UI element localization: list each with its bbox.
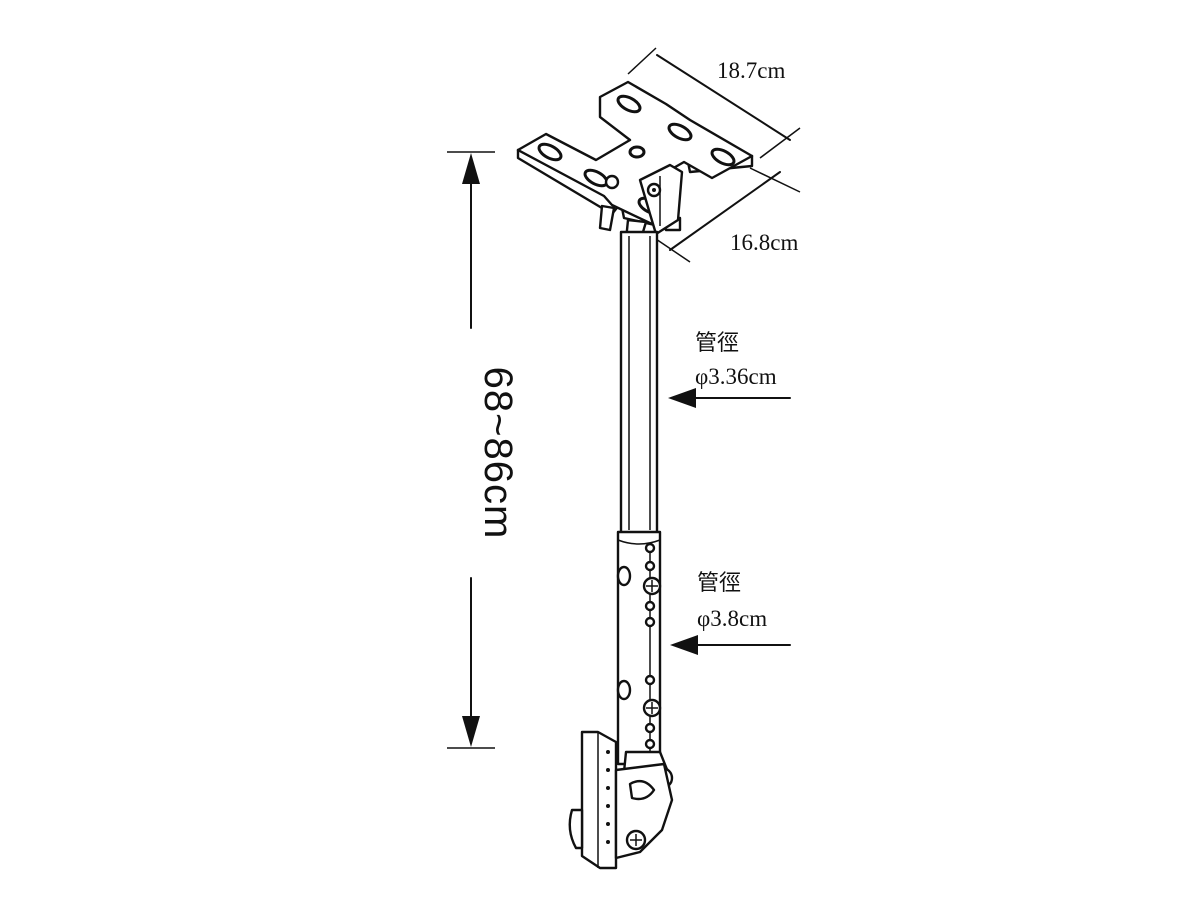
width-extension-left	[627, 47, 657, 75]
depth-dim-line	[669, 171, 781, 251]
height-arrow-down	[462, 716, 480, 747]
lower-tube	[616, 530, 662, 766]
lower-tube-arrowhead	[670, 635, 698, 655]
height-label: 68~86cm	[476, 367, 520, 540]
height-dimension: 68~86cm	[447, 151, 520, 749]
bracket-swivel	[638, 163, 684, 236]
bracket-width-dimension: 18.7cm	[627, 47, 801, 159]
height-arrow-up	[462, 153, 480, 184]
upper-tube-callout: 管徑 φ3.36cm	[668, 331, 791, 408]
bracket-depth-label: 16.8cm	[730, 230, 798, 255]
width-dim-line	[656, 54, 791, 141]
lower-tube-callout: 管徑 φ3.8cm	[670, 571, 791, 655]
depth-extension-top	[749, 167, 801, 193]
upper-tube	[619, 230, 659, 536]
upper-tube-arrowhead	[668, 388, 696, 408]
bracket-width-label: 18.7cm	[717, 58, 785, 83]
width-extension-right	[759, 127, 801, 159]
lower-tube-label: 管徑	[697, 571, 741, 596]
ceiling-bracket	[516, 80, 754, 244]
lower-tube-diameter: φ3.8cm	[697, 606, 767, 631]
upper-tube-diameter: φ3.36cm	[695, 364, 777, 389]
upper-tube-label: 管徑	[695, 331, 739, 356]
tilt-bracket	[568, 730, 674, 870]
